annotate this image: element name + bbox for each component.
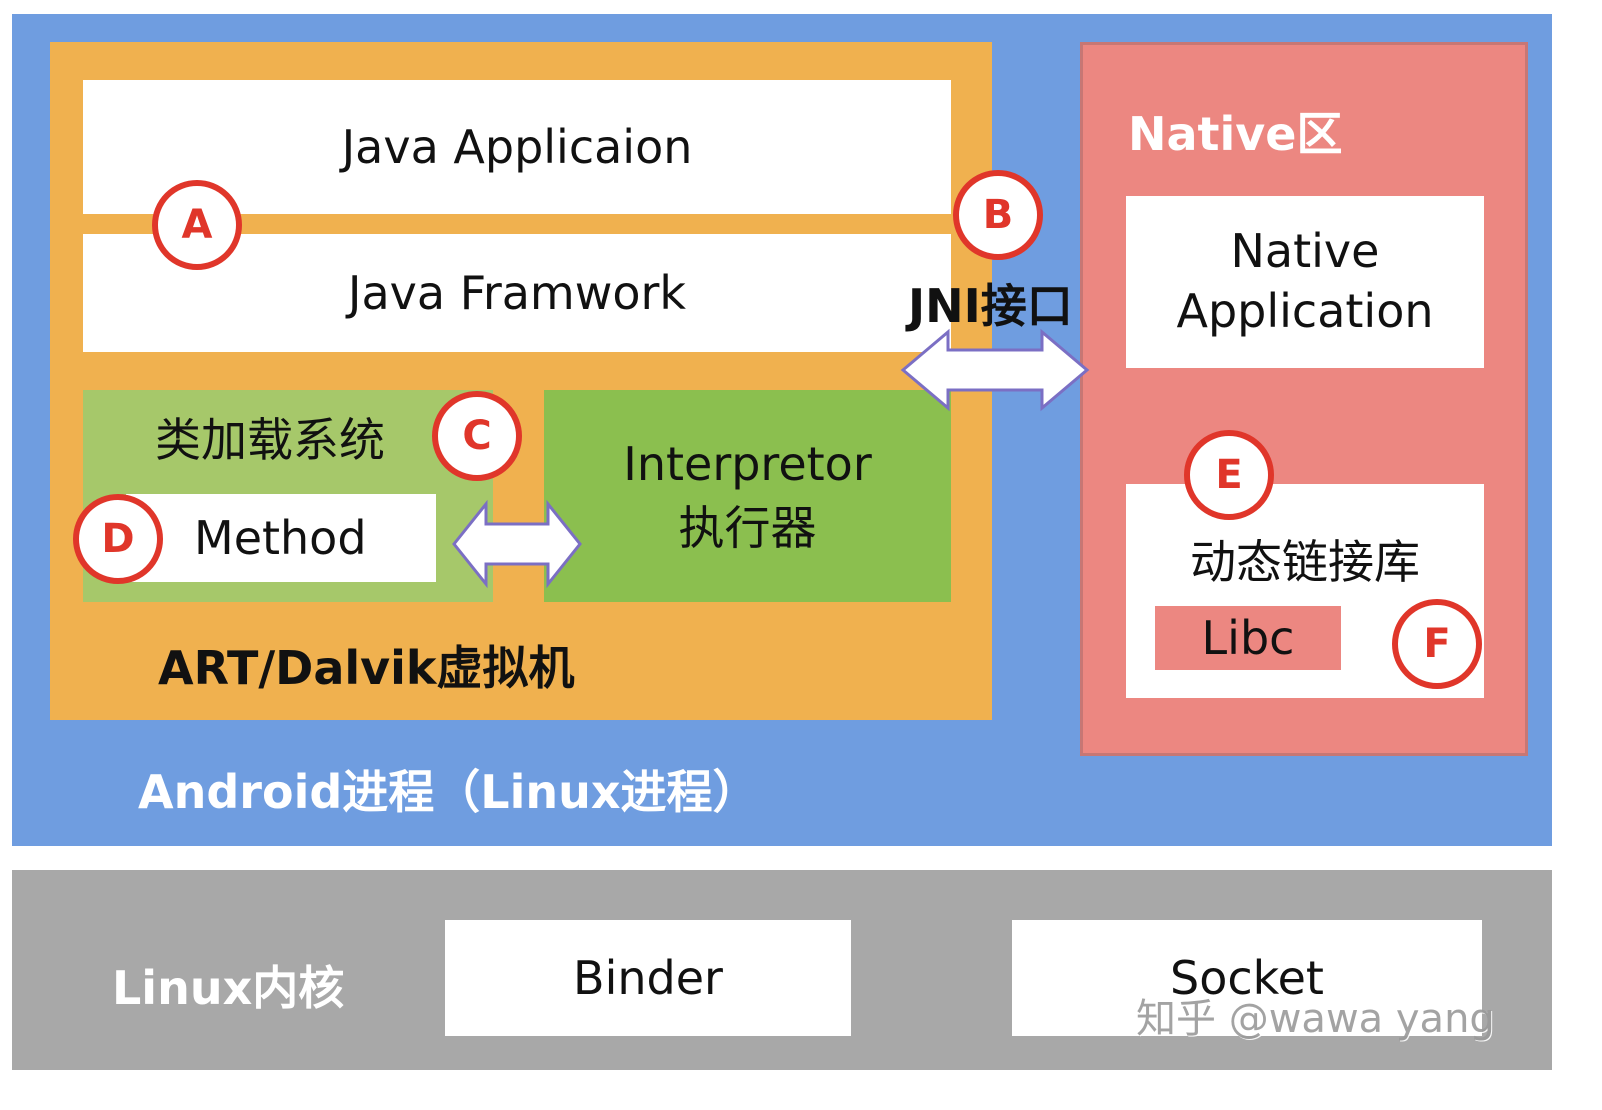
watermark: 知乎 @wawa yang: [1136, 996, 1495, 1042]
libc-box: Libc: [1155, 606, 1341, 670]
binder-box: Binder: [445, 920, 851, 1036]
socket-label: Socket: [1170, 951, 1324, 1005]
native-application-label-line1: Native: [1230, 224, 1380, 279]
socket-box: Socket: [1012, 920, 1482, 1036]
marker-a: A: [152, 180, 242, 270]
marker-b: B: [953, 170, 1043, 260]
marker-e: E: [1184, 430, 1274, 520]
java-application-label: Java Applicaion: [341, 120, 693, 174]
marker-d: D: [73, 494, 163, 584]
jni-double-arrow-shape: [900, 328, 1090, 412]
marker-c: C: [432, 391, 522, 481]
libc-label: Libc: [1201, 611, 1295, 665]
java-framework-label: Java Framwork: [347, 266, 687, 320]
linux-kernel-label: Linux内核: [112, 961, 345, 1015]
marker-f: F: [1392, 599, 1482, 689]
binder-label: Binder: [573, 951, 723, 1005]
interpreter-box: Interpretor 执行器: [544, 390, 951, 602]
vm-label: ART/Dalvik虚拟机: [158, 641, 575, 695]
method-box: Method: [126, 494, 436, 582]
native-region-title: Native区: [1128, 107, 1343, 161]
native-application-label-line2: Application: [1176, 284, 1434, 338]
android-process-label: Android进程（Linux进程）: [138, 765, 759, 819]
method-interpreter-double-arrow-shape: [452, 499, 582, 589]
executor-label: 执行器: [678, 501, 817, 555]
method-label: Method: [194, 511, 367, 565]
jni-interface-label: JNI接口: [908, 279, 1073, 333]
native-application-box: Native Application: [1126, 196, 1484, 368]
interpreter-label: Interpretor: [623, 436, 872, 491]
classloader-title: 类加载系统: [155, 413, 385, 467]
dynamic-library-title: 动态链接库: [1190, 535, 1420, 589]
